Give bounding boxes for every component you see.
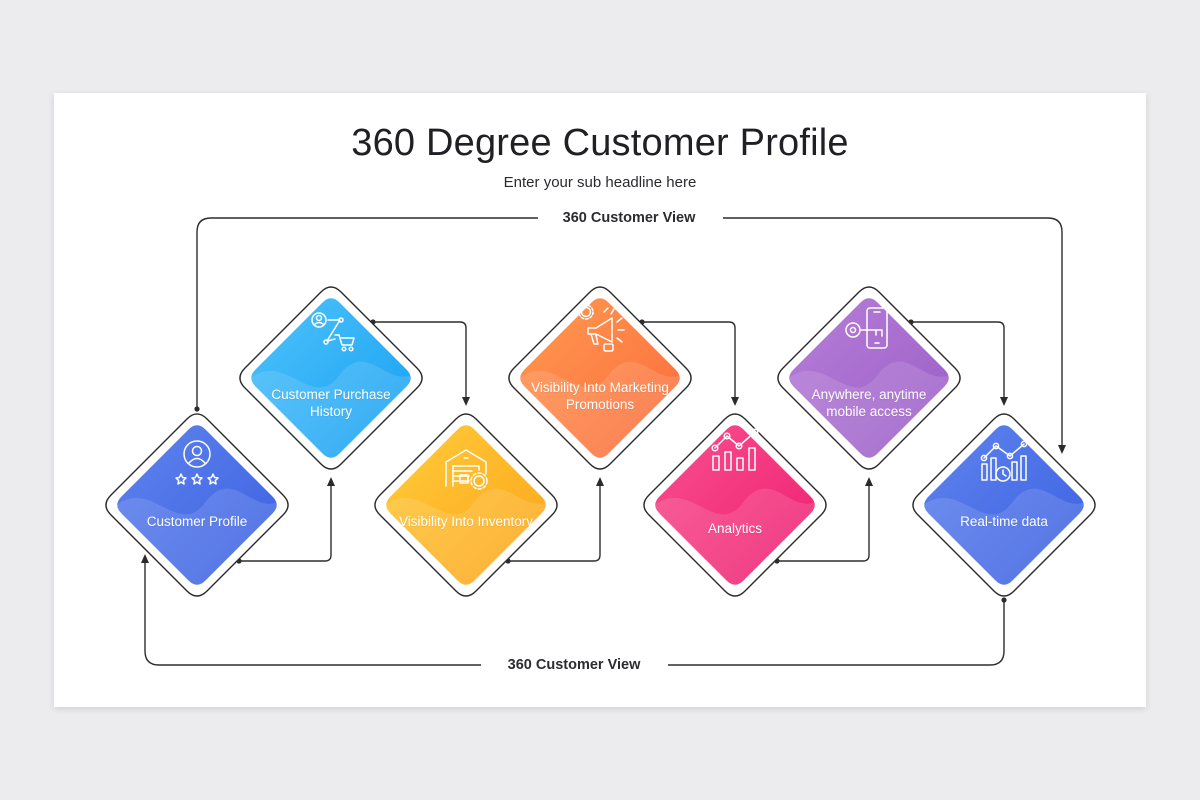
- step-arrow: [911, 321, 1008, 406]
- diamond-fill: [655, 425, 815, 585]
- loop-label-bottom: 360 Customer View: [507, 657, 641, 673]
- step-arrow: [777, 477, 873, 562]
- diamond-node: [643, 413, 827, 597]
- page-subtitle: Enter your sub headline here: [503, 174, 697, 191]
- node-label: Anywhere, anytime mobile access: [811, 387, 927, 419]
- diamond-node: [374, 413, 558, 597]
- analytics-chart-icon: [711, 428, 759, 471]
- loop-connector-top: [196, 217, 1062, 450]
- diamond-fill: [789, 298, 949, 458]
- node-label: Customer Profile: [146, 514, 248, 529]
- diamond-node: [912, 413, 1096, 597]
- step-arrow: [508, 477, 604, 562]
- page-title: 360 Degree Customer Profile: [351, 122, 849, 164]
- step-arrow: [642, 321, 739, 406]
- node-label: Analytics: [707, 521, 763, 536]
- realtime-bar-chart-icon: [980, 440, 1028, 482]
- diamond-node: [239, 286, 423, 470]
- warehouse-icon: [445, 449, 488, 490]
- customer-rating-icon: [175, 440, 219, 485]
- megaphone-icon: [578, 304, 625, 352]
- diamond-fill: [251, 298, 411, 458]
- diamond-fill: [117, 425, 277, 585]
- step-arrow: [239, 477, 335, 562]
- node-label: Customer Purchase History: [271, 387, 391, 419]
- loop-connector-bottom: [145, 558, 1005, 666]
- loop-label-top: 360 Customer View: [562, 210, 696, 226]
- node-label: Real-time data: [960, 514, 1048, 529]
- diamond-fill: [386, 425, 546, 585]
- diamond-node: [105, 413, 289, 597]
- node-label: Visibility Into Marketing Promotions: [531, 380, 669, 412]
- diamond-node: [777, 286, 961, 470]
- mobile-key-icon: [845, 307, 888, 349]
- purchase-journey-icon: [311, 312, 355, 352]
- diamond-fill: [924, 425, 1084, 585]
- step-arrow: [373, 321, 470, 406]
- diamond-nodes: [105, 286, 1096, 597]
- node-label: Visibility Into Inventory: [398, 514, 534, 529]
- diamond-fill: [520, 298, 680, 458]
- connector-dot: [194, 406, 200, 412]
- connector-dot: [1001, 597, 1007, 603]
